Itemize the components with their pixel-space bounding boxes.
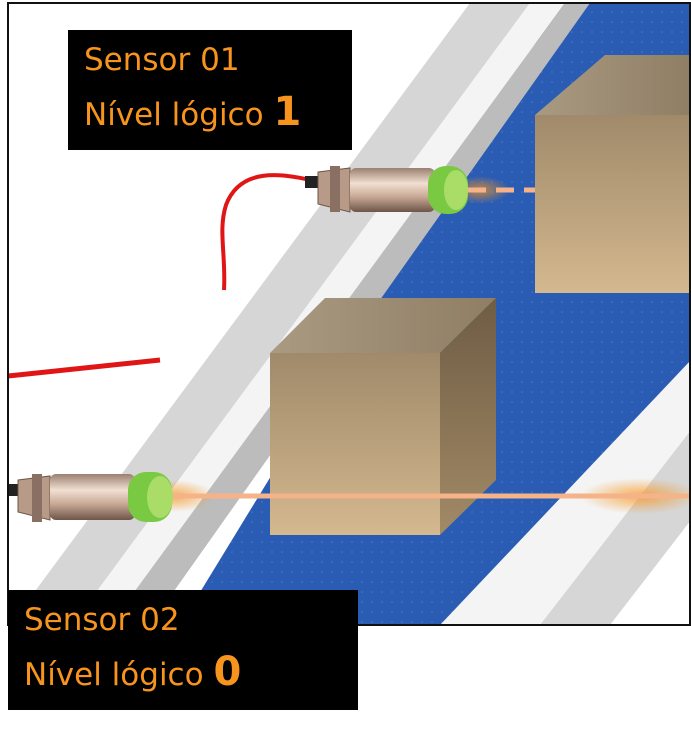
sensor2-level-value: 0 xyxy=(213,649,242,695)
left-rail-outer xyxy=(10,3,530,625)
box-back-front xyxy=(535,115,690,293)
sensor1-level: Nível lógico 1 xyxy=(84,92,301,133)
sensor1-title: Sensor 01 xyxy=(84,42,240,78)
sensor2-title: Sensor 02 xyxy=(24,602,180,638)
box-front-top xyxy=(270,298,496,353)
sensor1-level-label: Nível lógico xyxy=(84,97,264,133)
box-back-top xyxy=(535,55,690,115)
sensor2-device xyxy=(8,472,173,522)
sensor1-device xyxy=(305,166,468,214)
sensor2-level: Nível lógico 0 xyxy=(24,652,241,693)
sensor2-level-label: Nível lógico xyxy=(24,657,204,693)
sensor1-cable xyxy=(220,173,319,291)
sensor2-label: Sensor 02 Nível lógico 0 xyxy=(8,590,358,710)
right-rail xyxy=(440,361,690,625)
sensor2-cable xyxy=(8,357,161,379)
sensor1-label: Sensor 01 Nível lógico 1 xyxy=(68,30,352,150)
box-front-face xyxy=(270,353,440,535)
sensor1-level-value: 1 xyxy=(273,89,302,135)
box-front-side xyxy=(440,298,496,535)
